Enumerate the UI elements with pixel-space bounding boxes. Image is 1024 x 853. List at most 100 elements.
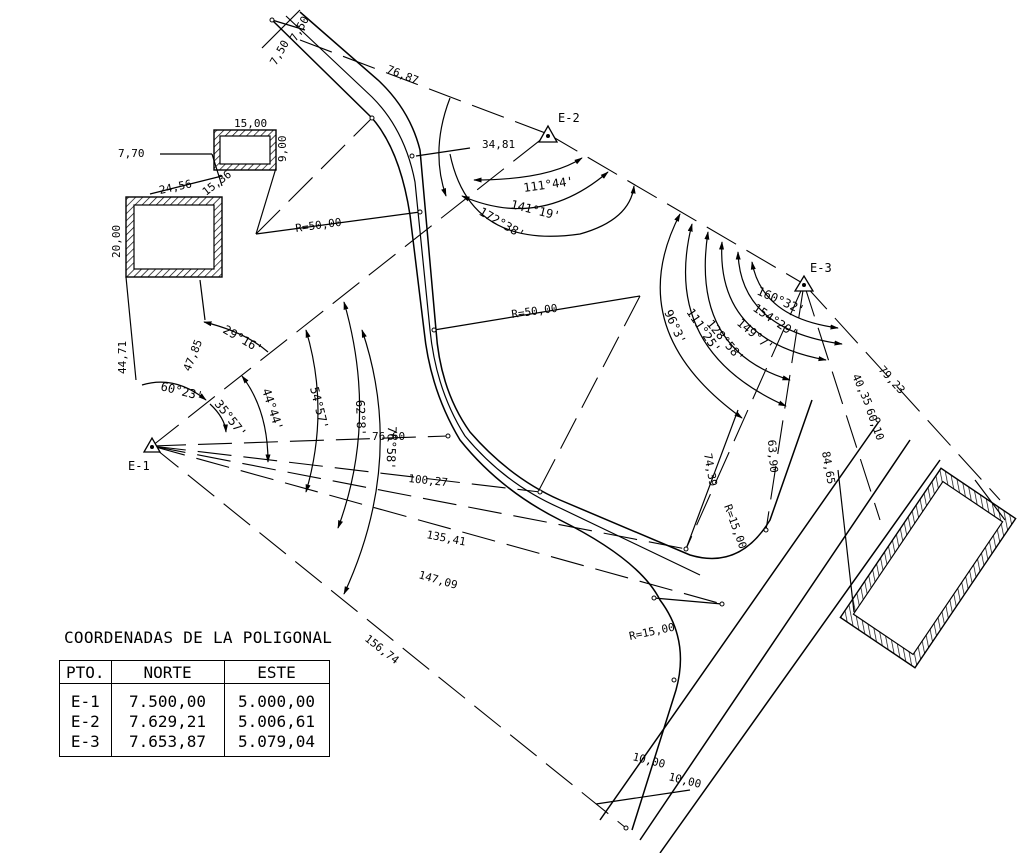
leader-44-71 — [125, 276, 137, 381]
road-edge-right — [299, 11, 813, 560]
road — [261, 9, 813, 831]
station-e3: E-3 — [793, 261, 832, 292]
coordinates-table: PTO. NORTE ESTE E-1 7.500,00 5.000,00 E-… — [59, 660, 330, 757]
station-e1-label: E-1 — [128, 459, 150, 473]
dim-34-81: 34,81 — [482, 138, 515, 151]
radius-dash-b — [537, 295, 641, 493]
lower-road — [595, 419, 941, 853]
table-row: E-3 7.653,87 5.079,04 — [59, 732, 330, 757]
building-small — [213, 129, 277, 171]
arc-e3-b — [684, 223, 787, 407]
road-section-line — [261, 9, 301, 49]
angle-e1-b: 29°16' — [221, 322, 266, 356]
leader-47-85 — [199, 279, 206, 321]
cell-pto: E-3 — [59, 732, 112, 757]
lower-road-edge-a — [599, 419, 881, 821]
dim-20-00: 20,00 — [110, 225, 123, 258]
angle-e1-a: 60°23' — [159, 379, 204, 403]
building-large — [125, 196, 223, 278]
radius-line-a — [255, 211, 421, 235]
dim-15-00: 15,00 — [234, 117, 267, 130]
line-100-27 — [151, 445, 541, 493]
dim-76-87: 76,87 — [385, 63, 421, 87]
leader-24-56 — [149, 175, 223, 195]
cell-norte: 7.500,00 — [110, 683, 225, 712]
line-76-60 — [151, 435, 449, 447]
dim-7-50-a: 7,50 — [267, 38, 292, 67]
lower-road-dim-line — [595, 789, 691, 805]
radius-line-d — [653, 597, 723, 605]
dim-r50-a: R=50,00 — [295, 216, 343, 235]
arc-e1-d — [241, 375, 271, 463]
angle-e1-g: 76°58' — [383, 426, 399, 470]
building-offset-line — [837, 469, 855, 613]
road-edge-left — [271, 19, 682, 831]
dim-74-39: 74,39 — [701, 452, 720, 487]
dim-40-35: 40,35 — [849, 372, 874, 408]
header-este: ESTE — [223, 660, 330, 684]
dim-r50-b: R=50,00 — [511, 302, 559, 321]
dim-135-41: 135,41 — [425, 528, 467, 548]
arc-e3-f — [750, 261, 839, 330]
lower-road-edge-c — [659, 459, 941, 853]
line-34-81 — [415, 147, 471, 157]
dim-47-85: 47,85 — [181, 338, 205, 374]
point — [445, 433, 451, 439]
radius-dash-a — [255, 117, 373, 235]
dim-24-56: 24,56 — [158, 177, 193, 197]
dim-147-09: 147,09 — [417, 568, 459, 591]
leader-building — [255, 167, 277, 235]
radius-line-c — [685, 409, 739, 550]
arc-e2-d — [438, 97, 451, 197]
point — [409, 153, 415, 159]
point — [623, 825, 629, 831]
dim-60-10: 60,10 — [863, 407, 887, 443]
angle-e1-c: 35°57' — [212, 397, 250, 440]
dim-r15-a: R=15,00 — [721, 503, 749, 551]
angle-arcs-e3 — [659, 213, 843, 419]
cell-norte: 7.629,21 — [110, 712, 225, 732]
dim-79-23: 79,23 — [876, 363, 908, 396]
angle-e2-b: 141°19' — [509, 197, 561, 223]
cell-pto: E-1 — [59, 683, 112, 712]
arc-e1-b — [203, 321, 269, 353]
station-e3-label: E-3 — [810, 261, 832, 275]
cell-norte: 7.653,87 — [110, 732, 225, 757]
station-e1: E-1 — [128, 436, 162, 473]
arc-e1-g — [343, 329, 381, 595]
dim-100-27: 100,27 — [408, 472, 449, 489]
line-84-65 — [803, 283, 881, 521]
radius-line-b — [433, 295, 641, 331]
coordinates-table-title: COORDENADAS DE LA POLIGONAL — [64, 628, 333, 647]
angle-arcs-e2 — [438, 97, 636, 237]
line-e2-e3 — [547, 133, 805, 285]
station-e2: E-2 — [537, 111, 580, 143]
table-row: E-2 7.629,21 5.006,61 — [59, 712, 330, 732]
angle-e1-e: 54°57' — [307, 385, 331, 430]
dim-63-90: 63,90 — [765, 439, 780, 473]
road-width-line — [271, 19, 306, 31]
cell-este: 5.000,00 — [223, 683, 330, 712]
angle-e1-f: 62°8' — [353, 400, 368, 437]
point — [719, 601, 725, 607]
point — [875, 417, 881, 423]
arc-e2-c — [449, 153, 636, 237]
header-norte: NORTE — [110, 660, 225, 684]
angle-e2-a: 111°44' — [522, 174, 574, 195]
dim-84-65: 84,65 — [819, 450, 838, 485]
point — [651, 595, 657, 601]
lower-road-edge-b — [639, 439, 911, 841]
arc-e2-b — [461, 171, 609, 210]
table-header-row: PTO. NORTE ESTE — [59, 660, 330, 684]
road-centerline — [285, 15, 701, 576]
angle-e1-d: 44°44' — [259, 387, 286, 433]
cell-este: 5.006,61 — [223, 712, 330, 732]
point — [683, 546, 689, 552]
dim-10-00-b: 10,00 — [667, 770, 702, 791]
point — [763, 527, 769, 533]
dim-9-00: 9,00 — [276, 136, 289, 163]
station-e2-label: E-2 — [558, 111, 580, 125]
line-135-41 — [151, 445, 687, 550]
building-dim-line — [974, 479, 1006, 521]
